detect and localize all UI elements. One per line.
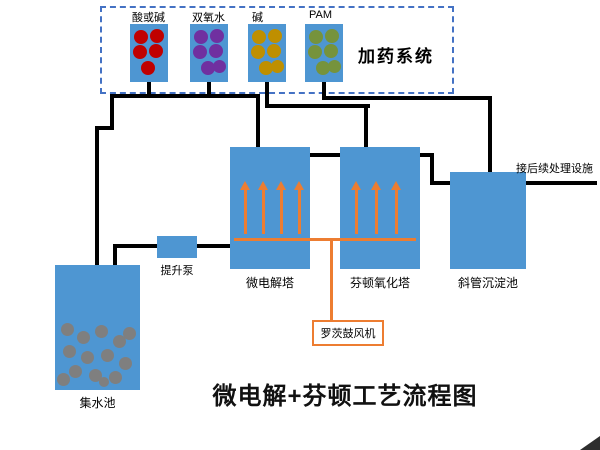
tank-pam xyxy=(305,24,343,82)
chemical-dot xyxy=(268,29,282,43)
roots-blower-label: 罗茨鼓风机 xyxy=(320,328,376,340)
sludge-dot xyxy=(63,345,76,358)
pipe-settler-in xyxy=(430,181,454,185)
pipe-fenton-out-v xyxy=(430,153,434,185)
pipe-peroxide-stub xyxy=(207,82,211,96)
micro-electrolysis-tower-label: 微电解塔 xyxy=(245,276,294,290)
pipe-pump-discharge xyxy=(197,244,232,248)
tank-label-acid-alkali: 酸或碱 xyxy=(132,12,165,24)
dosing-system-label: 加药系统 xyxy=(358,47,434,66)
chemical-dot xyxy=(259,61,273,75)
chemical-dot xyxy=(134,30,148,44)
aeration-header-pipe xyxy=(234,238,416,241)
chemical-dot xyxy=(194,30,208,44)
tank-label-pam: PAM xyxy=(309,9,333,21)
sludge-dot xyxy=(101,349,114,362)
lift-pump xyxy=(157,236,197,258)
lift-pump-label: 提升泵 xyxy=(160,265,194,277)
micro-electrolysis-tower xyxy=(230,147,310,269)
inclined-tube-settler-label: 斜管沉淀池 xyxy=(457,276,518,290)
collection-tank xyxy=(55,265,140,390)
sludge-dot xyxy=(119,357,132,370)
pipe-to-settler xyxy=(488,96,492,172)
pipe-pump-suction-v xyxy=(113,244,117,272)
pipe-acid-stub xyxy=(147,82,151,96)
pipe-alkali-run xyxy=(265,104,370,108)
sludge-dot xyxy=(57,373,70,386)
chemical-dot xyxy=(149,44,163,58)
chemical-dot xyxy=(309,30,323,44)
pipe-pump-suction-h xyxy=(113,244,159,248)
diagram-title: 微电解+芬顿工艺流程图 xyxy=(212,383,478,410)
collection-tank-label: 集水池 xyxy=(79,396,116,410)
sludge-dot xyxy=(123,327,136,340)
tank-label-peroxide: 双氧水 xyxy=(192,12,225,24)
chemical-dot xyxy=(316,61,330,75)
chemical-dot xyxy=(209,44,223,58)
chemical-dot xyxy=(252,30,266,44)
chemical-dot xyxy=(308,45,322,59)
chemical-dot xyxy=(150,29,164,43)
chemical-dot xyxy=(201,61,215,75)
pipe-dosing-header xyxy=(110,94,260,98)
chemical-dot xyxy=(267,44,281,58)
aeration-arrow-icon xyxy=(294,181,304,234)
chemical-dot xyxy=(251,45,265,59)
tank-alkali xyxy=(248,24,286,82)
sludge-dot xyxy=(69,365,82,378)
chemical-dot xyxy=(193,45,207,59)
aeration-arrow-icon xyxy=(391,181,401,234)
pipe-alkali-stub xyxy=(265,82,269,108)
sludge-dot xyxy=(81,351,94,364)
sludge-dot xyxy=(99,377,109,387)
aeration-arrow-icon xyxy=(371,181,381,234)
chemical-dot xyxy=(328,60,341,73)
tank-acid-alkali xyxy=(130,24,168,82)
pipe-tower-link xyxy=(310,153,340,157)
sludge-dot xyxy=(109,371,122,384)
pipe-pam-run xyxy=(322,96,492,100)
dosing-system-box xyxy=(100,6,454,94)
pipe-left-drop xyxy=(110,94,114,130)
sludge-dot xyxy=(95,325,108,338)
chemical-dot xyxy=(141,61,155,75)
chemical-dot xyxy=(213,60,226,73)
chemical-dot xyxy=(210,29,224,43)
aeration-riser-pipe xyxy=(330,238,333,322)
roots-blower: 罗茨鼓风机 xyxy=(312,320,384,346)
tank-peroxide xyxy=(190,24,228,82)
pipe-influent xyxy=(95,126,99,270)
aeration-arrow-icon xyxy=(258,181,268,234)
pipe-pam-stub xyxy=(322,82,326,100)
chemical-dot xyxy=(271,60,284,73)
chemical-dot xyxy=(325,29,339,43)
inclined-tube-settler xyxy=(450,172,526,269)
chemical-dot xyxy=(133,45,147,59)
fenton-tower xyxy=(340,147,420,269)
pipe-effluent xyxy=(522,181,597,185)
sludge-dot xyxy=(89,369,102,382)
pipe-to-fenton-tower xyxy=(364,104,368,147)
corner-mark xyxy=(580,436,600,450)
aeration-arrow-icon xyxy=(240,181,250,234)
aeration-arrow-icon xyxy=(351,181,361,234)
pipe-to-micro-tower xyxy=(256,94,260,147)
aeration-arrow-icon xyxy=(276,181,286,234)
sludge-dot xyxy=(113,335,126,348)
sludge-dot xyxy=(61,323,74,336)
pipe-left-elbow xyxy=(95,126,114,130)
tank-label-alkali: 碱 xyxy=(252,12,263,24)
sludge-dot xyxy=(77,331,90,344)
effluent-note-label: 接后续处理设施 xyxy=(516,163,593,175)
fenton-tower-label: 芬顿氧化塔 xyxy=(349,276,410,290)
pipe-fenton-out-h xyxy=(420,153,434,157)
chemical-dot xyxy=(324,44,338,58)
